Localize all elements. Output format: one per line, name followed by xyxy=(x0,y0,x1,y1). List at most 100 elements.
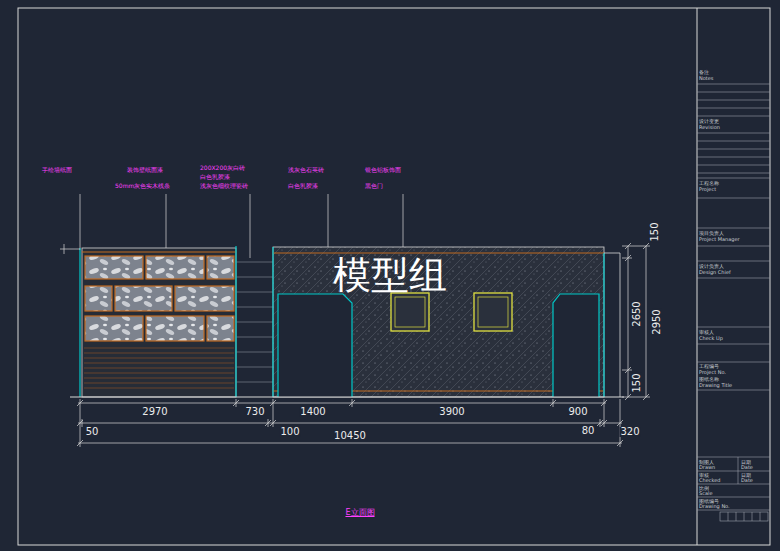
title-block-lines xyxy=(697,157,770,158)
left-panel xyxy=(84,373,234,374)
title-block-cells xyxy=(736,512,737,521)
title-block-lines xyxy=(738,457,739,484)
textured-wall xyxy=(273,247,620,397)
left-panel xyxy=(60,249,80,250)
dimension-value: 2970 xyxy=(141,407,168,417)
title-block-field: Scale xyxy=(699,491,712,496)
title-block-field: Drawn xyxy=(699,465,715,470)
dimension-line xyxy=(643,243,649,249)
dimension-line xyxy=(77,400,83,406)
dimension-line xyxy=(270,400,276,406)
left-panel xyxy=(60,244,236,397)
dimension-line xyxy=(265,420,271,426)
floor-line xyxy=(70,397,624,398)
left-panel xyxy=(84,383,234,384)
stair-gap xyxy=(236,246,273,397)
left-panel xyxy=(85,256,143,279)
title-block-lines xyxy=(697,108,770,109)
left-panel xyxy=(85,286,112,311)
dimension-line xyxy=(78,423,622,424)
title-block-lines xyxy=(697,457,770,458)
title-block-lines xyxy=(697,390,770,391)
left-panel xyxy=(115,286,172,311)
title-block-field: Project xyxy=(699,187,716,192)
title-block-lines xyxy=(697,246,770,247)
title-block-lines xyxy=(697,141,770,142)
title-block-lines xyxy=(697,344,770,345)
stair-gap xyxy=(236,337,273,338)
left-panel xyxy=(64,244,65,254)
dimension-value: 320 xyxy=(619,427,640,437)
left-panel xyxy=(175,286,234,311)
material-callout: 白色乳胶漆 xyxy=(288,183,318,189)
left-panel xyxy=(84,378,234,379)
left-panel xyxy=(79,248,80,397)
title-block-field: Checked xyxy=(699,478,720,483)
window xyxy=(474,293,512,331)
door xyxy=(278,294,599,397)
title-block-field: 设计变更 xyxy=(699,119,719,124)
dimension-line xyxy=(550,400,556,406)
title-block-cells xyxy=(744,512,745,521)
title-block-lines xyxy=(697,510,770,511)
window xyxy=(395,297,425,327)
title-block-lines xyxy=(697,100,770,101)
dimension-value: 100 xyxy=(279,427,300,437)
stair-gap xyxy=(235,246,236,397)
stair-gap xyxy=(236,292,273,293)
title-block-field: 图纸名称 xyxy=(699,377,719,382)
title-block-cells xyxy=(728,512,729,521)
left-panel xyxy=(84,388,234,389)
material-callout: 黑色门 xyxy=(365,183,383,189)
title-block-lines xyxy=(697,198,770,199)
title-block-lines xyxy=(697,116,770,117)
title-block-field: Date xyxy=(741,465,753,470)
title-block-lines xyxy=(697,84,770,85)
stair-gap xyxy=(236,322,273,323)
dimension-line xyxy=(233,400,239,406)
title-block-lines xyxy=(697,228,770,229)
left-panel xyxy=(146,316,204,341)
left-panel xyxy=(84,353,234,354)
title-block-lines xyxy=(697,178,770,179)
sheet-frame xyxy=(697,8,698,545)
title-block-lines xyxy=(697,497,770,498)
title-block-field: 审核人 xyxy=(699,330,714,335)
window xyxy=(391,293,512,331)
textured-wall xyxy=(603,253,604,397)
dimension-value: 150 xyxy=(632,372,642,393)
dimension-line xyxy=(625,367,631,373)
textured-wall xyxy=(272,247,273,397)
dimension-line xyxy=(617,420,623,426)
drawing-caption: E立面图 xyxy=(345,509,374,517)
material-callout: 装饰壁纸面漆 xyxy=(127,167,163,173)
dimension-line xyxy=(77,440,83,446)
stair-gap xyxy=(236,367,273,368)
dimension-line xyxy=(625,394,631,400)
left-panel xyxy=(85,256,234,341)
title-block-lines xyxy=(697,92,770,93)
leader-line xyxy=(80,194,81,250)
material-callout: 200X200灰白砖 xyxy=(200,165,245,171)
left-panel xyxy=(207,256,234,279)
dimension-line xyxy=(622,243,650,400)
dimension-line xyxy=(77,420,83,426)
title-block-lines xyxy=(697,149,770,150)
door xyxy=(278,294,352,397)
textured-wall xyxy=(604,253,620,254)
title-block-field: Notes xyxy=(699,76,713,81)
title-block-field: Project Manager xyxy=(699,237,740,242)
dimension-value: 2950 xyxy=(652,308,662,335)
title-block-field: Project No. xyxy=(699,370,726,375)
title-block-field: Date xyxy=(741,478,753,483)
title-block-field: 工程编号 xyxy=(699,364,719,369)
title-block-field: Design Chief xyxy=(699,270,731,275)
dimension-line xyxy=(617,440,623,446)
window xyxy=(391,293,429,331)
title-block-cells xyxy=(752,512,753,521)
left-panel xyxy=(82,248,236,397)
dimension-line xyxy=(643,394,649,400)
left-panel xyxy=(84,368,234,369)
dimension-value: 80 xyxy=(581,426,596,436)
